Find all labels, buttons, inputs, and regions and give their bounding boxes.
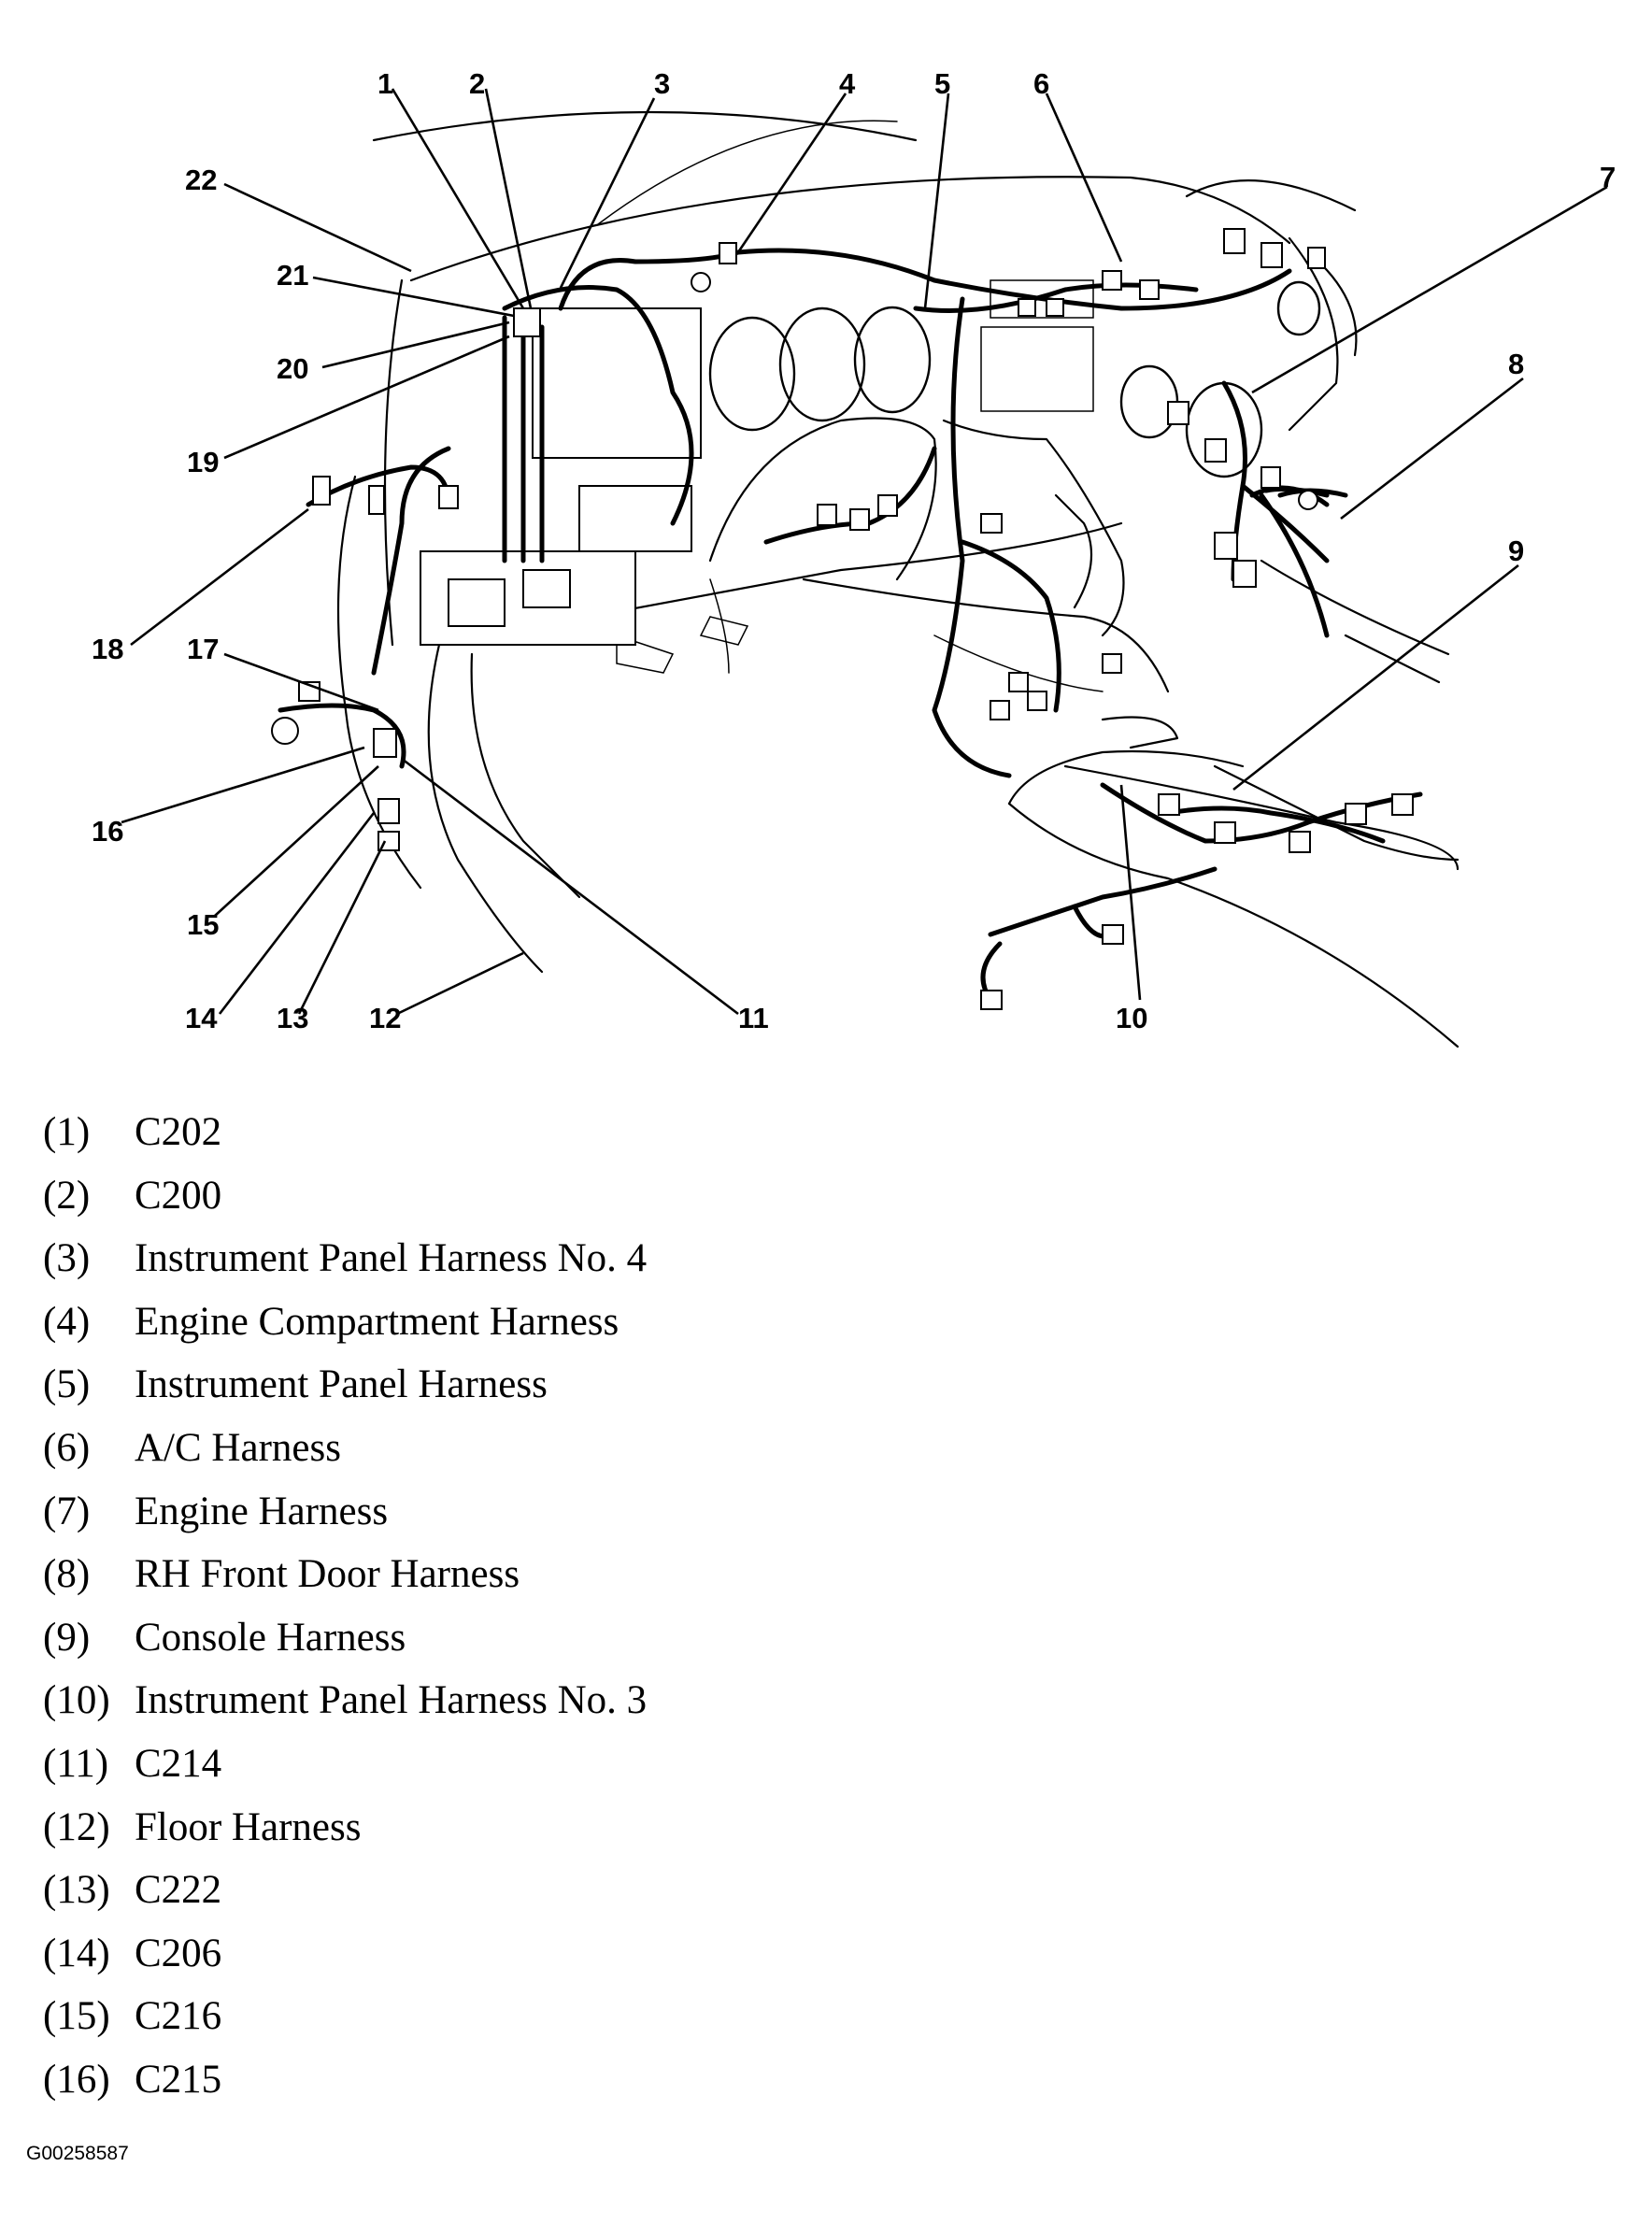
legend-label: C222 <box>135 1868 222 1913</box>
callout-19: 19 <box>187 446 219 478</box>
legend-label: RH Front Door Harness <box>135 1552 520 1597</box>
callout-13: 13 <box>277 1002 308 1034</box>
callout-12: 12 <box>369 1002 401 1034</box>
legend-item: (10) Instrument Panel Harness No. 3 <box>43 1669 647 1732</box>
callout-22: 22 <box>185 164 217 196</box>
callout-5: 5 <box>934 67 950 100</box>
callout-7: 7 <box>1600 161 1616 193</box>
legend-label: C202 <box>135 1110 222 1154</box>
callout-11: 11 <box>738 1002 769 1034</box>
callout-labels: 1 2 3 4 5 6 7 8 9 10 11 12 13 14 15 16 1… <box>92 67 1616 1034</box>
fuse-block <box>420 307 702 646</box>
legend-label: C200 <box>135 1173 222 1218</box>
legend-item: (11) C214 <box>43 1732 647 1796</box>
legend-item: (5) Instrument Panel Harness <box>43 1353 647 1417</box>
legend-label: Engine Compartment Harness <box>135 1299 620 1344</box>
callout-3: 3 <box>654 67 670 100</box>
legend-number: (6) <box>43 1425 91 1470</box>
legend-item: (6) A/C Harness <box>43 1417 647 1480</box>
legend-item: (12) Floor Harness <box>43 1796 647 1860</box>
legend-label: Instrument Panel Harness No. 4 <box>135 1236 648 1281</box>
legend-item: (7) Engine Harness <box>43 1480 647 1544</box>
legend-number: (1) <box>43 1110 91 1154</box>
legend-number: (9) <box>43 1615 91 1660</box>
callout-10: 10 <box>1116 1002 1147 1034</box>
legend-number: (5) <box>43 1362 91 1407</box>
legend-label: Console Harness <box>135 1615 406 1660</box>
callout-4: 4 <box>839 67 856 100</box>
callout-1: 1 <box>377 67 393 100</box>
legend-label: Instrument Panel Harness No. 3 <box>135 1678 648 1723</box>
legend-number: (15) <box>43 1994 110 2039</box>
legend-number: (14) <box>43 1931 110 1975</box>
legend-item: (8) RH Front Door Harness <box>43 1543 647 1606</box>
legend-number: (2) <box>43 1173 91 1218</box>
legend-label: A/C Harness <box>135 1425 341 1470</box>
legend-number: (7) <box>43 1489 91 1533</box>
callout-9: 9 <box>1508 535 1524 567</box>
legend-label: Floor Harness <box>135 1804 362 1849</box>
leader-lines <box>121 88 1608 1016</box>
instrument-cluster-gauges <box>708 279 1321 478</box>
legend-item: (13) C222 <box>43 1859 647 1922</box>
wiring-harness-diagram: 1 2 3 4 5 6 7 8 9 10 11 12 13 14 15 16 1… <box>92 67 1616 1048</box>
callout-17: 17 <box>187 633 219 665</box>
legend-number: (10) <box>43 1678 110 1723</box>
callout-8: 8 <box>1508 348 1524 380</box>
legend-number: (4) <box>43 1299 91 1344</box>
legend-item: (3) Instrument Panel Harness No. 4 <box>43 1227 647 1290</box>
callout-18: 18 <box>92 633 123 665</box>
connectors <box>271 228 1414 1010</box>
legend-label: C214 <box>135 1741 222 1786</box>
legend-item: (2) C200 <box>43 1164 647 1228</box>
legend-item: (15) C216 <box>43 1985 647 2048</box>
legend-item: (16) C215 <box>43 2048 647 2112</box>
legend-number: (11) <box>43 1741 109 1786</box>
legend-item: (14) C206 <box>43 1922 647 1986</box>
legend-item: (1) C202 <box>43 1101 647 1164</box>
callout-20: 20 <box>277 352 308 385</box>
legend-number: (3) <box>43 1236 91 1281</box>
callout-16: 16 <box>92 815 123 848</box>
figure-id: G00258587 <box>26 2143 129 2164</box>
legend-label: C216 <box>135 1994 222 2039</box>
legend-number: (12) <box>43 1804 110 1849</box>
legend-label: C215 <box>135 2057 222 2102</box>
legend-item: (4) Engine Compartment Harness <box>43 1290 647 1354</box>
legend-item: (9) Console Harness <box>43 1606 647 1670</box>
callout-21: 21 <box>277 259 308 292</box>
legend-label: Instrument Panel Harness <box>135 1362 548 1407</box>
callout-14: 14 <box>185 1002 218 1034</box>
wiring-harness <box>278 248 1423 1003</box>
callout-6: 6 <box>1033 67 1049 100</box>
legend-number: (8) <box>43 1552 91 1597</box>
callout-15: 15 <box>187 908 219 941</box>
callout-2: 2 <box>469 67 485 100</box>
legend-label: C206 <box>135 1931 222 1975</box>
legend-label: Engine Harness <box>135 1489 389 1533</box>
legend-number: (13) <box>43 1868 110 1913</box>
legend-number: (16) <box>43 2057 110 2102</box>
legend-list: (1) C202 (2) C200 (3) Instrument Panel Harn… <box>43 1101 647 2112</box>
